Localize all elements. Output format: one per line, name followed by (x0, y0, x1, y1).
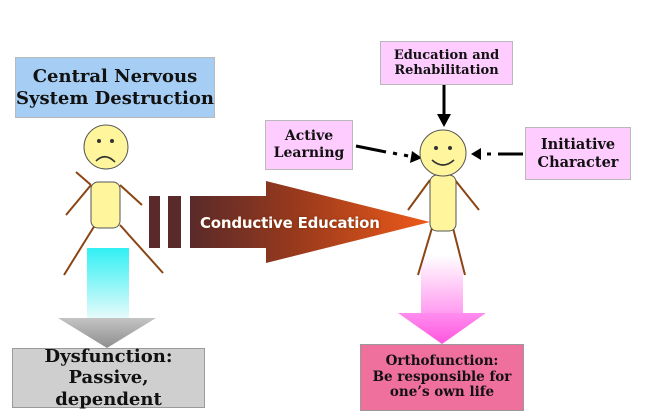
conductive-education-label: Conductive Education (200, 214, 380, 232)
passive-figure-body (90, 181, 121, 229)
cns-destruction-box: Central Nervous System Destruction (15, 57, 215, 118)
initiative-line-2: Character (537, 153, 619, 171)
education-arrow (437, 85, 451, 127)
education-line-2: Rehabilitation (394, 63, 499, 78)
active-learning-arrowhead (410, 151, 422, 163)
initiative-character-box: Initiative Character (525, 127, 631, 180)
orthofunction-arrow (398, 255, 486, 344)
dysfunction-box: Dysfunction: Passive, dependent (12, 346, 205, 410)
initiative-line-1: Initiative (540, 136, 616, 154)
dysfunction-line-2: Passive, dependent (55, 367, 162, 410)
orthofunction-line-3: one’s own life (389, 384, 495, 401)
sad-face-icon (83, 124, 129, 170)
orthofunction-line-2: Be responsible for (372, 368, 512, 385)
dysfunction-arrow (58, 248, 156, 348)
conductive-education-arrow (149, 181, 430, 263)
education-rehabilitation-box: Education and Rehabilitation (380, 41, 513, 85)
active-line-2: Learning (273, 145, 345, 161)
initiative-arrowhead (471, 148, 481, 160)
active-learning-box: Active Learning (265, 120, 353, 170)
cns-line-2: System Destruction (16, 87, 214, 109)
active-learning-arrow (355, 144, 409, 158)
active-figure-body (429, 174, 457, 232)
cns-line-1: Central Nervous (32, 66, 198, 88)
smiley-face-icon (419, 129, 467, 177)
active-line-1: Active (284, 128, 334, 145)
education-line-1: Education and (393, 47, 500, 63)
orthofunction-line-1: Orthofunction: (385, 352, 499, 369)
active-figure (407, 179, 480, 276)
passive-figure (63, 171, 164, 276)
orthofunction-box: Orthofunction: Be responsible for one’s … (360, 344, 524, 411)
dysfunction-line-1: Dysfunction: (44, 346, 173, 368)
